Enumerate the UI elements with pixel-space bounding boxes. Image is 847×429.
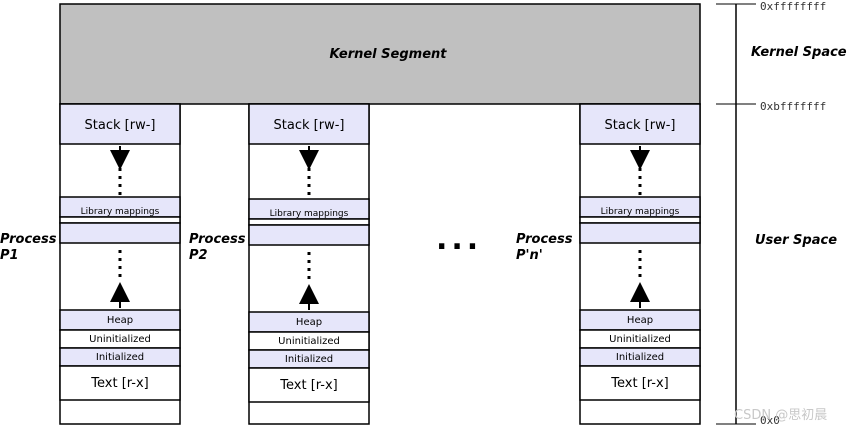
pn-text-box (579, 365, 701, 401)
p2-stack-box (248, 103, 370, 145)
p2-initialized-label: Initialized (285, 354, 333, 365)
p1-library-gap (59, 216, 181, 224)
pn-heap-label: Heap (627, 315, 653, 326)
pn-library-label: Library mappings (601, 207, 680, 217)
address-top: 0xffffffff (760, 0, 827, 13)
process-p2-label-line2: P2 (189, 248, 208, 263)
p2-heap-label: Heap (296, 317, 322, 328)
process-p1-label-line2: P1 (0, 248, 19, 263)
process-pn-label: Process P'n' (516, 232, 572, 264)
more-processes-ellipsis: ... (436, 222, 483, 257)
p1-stack-box (59, 103, 181, 145)
kernel-segment-label: Kernel Segment (330, 47, 448, 62)
p1-text-box (59, 365, 181, 401)
p1-uninitialized-label: Uninitialized (89, 334, 151, 345)
address-boundary: 0xbfffffff (760, 100, 827, 113)
process-columns: Stack [rw-] Library mappingsHeapUninitial… (59, 103, 701, 425)
process-pn-label-line1: Process (516, 232, 573, 247)
p1-heap-label: Heap (107, 315, 133, 326)
process-p2-label-line1: Process (189, 232, 246, 247)
user-space-label: User Space (755, 233, 838, 248)
pn-stack-label: Stack [rw-] (605, 118, 676, 133)
p1-library-label: Library mappings (81, 207, 160, 217)
kernel-segment-box (59, 3, 701, 105)
p2-stack-label: Stack [rw-] (274, 118, 345, 133)
kernel-space-label: Kernel Space (751, 45, 847, 60)
pn-library-gap (579, 216, 701, 224)
p2-text-label: Text [r-x] (279, 378, 337, 393)
address-bottom: 0x0 (760, 414, 780, 427)
p2-library-gap (248, 218, 370, 226)
p2-library-box-2 (248, 224, 370, 246)
p1-initialized-label: Initialized (96, 352, 144, 363)
p2-uninitialized-label: Uninitialized (278, 336, 340, 347)
process-p2-label: Process P2 (189, 232, 245, 264)
watermark: CSDN @思初晨 (734, 408, 828, 423)
pn-initialized-label: Initialized (616, 352, 664, 363)
p1-library-box-2 (59, 222, 181, 244)
pn-uninitialized-label: Uninitialized (609, 334, 671, 345)
p1-stack-label: Stack [rw-] (85, 118, 156, 133)
p2-text-box (248, 367, 370, 403)
pn-library-box-2 (579, 222, 701, 244)
pn-text-label: Text [r-x] (610, 376, 668, 391)
process-p1-label: Process P1 (0, 232, 56, 264)
process-pn-label-line2: P'n' (516, 248, 543, 263)
p1-text-label: Text [r-x] (90, 376, 148, 391)
p2-library-label: Library mappings (270, 209, 349, 219)
process-p1-label-line1: Process (0, 232, 57, 247)
pn-stack-box (579, 103, 701, 145)
